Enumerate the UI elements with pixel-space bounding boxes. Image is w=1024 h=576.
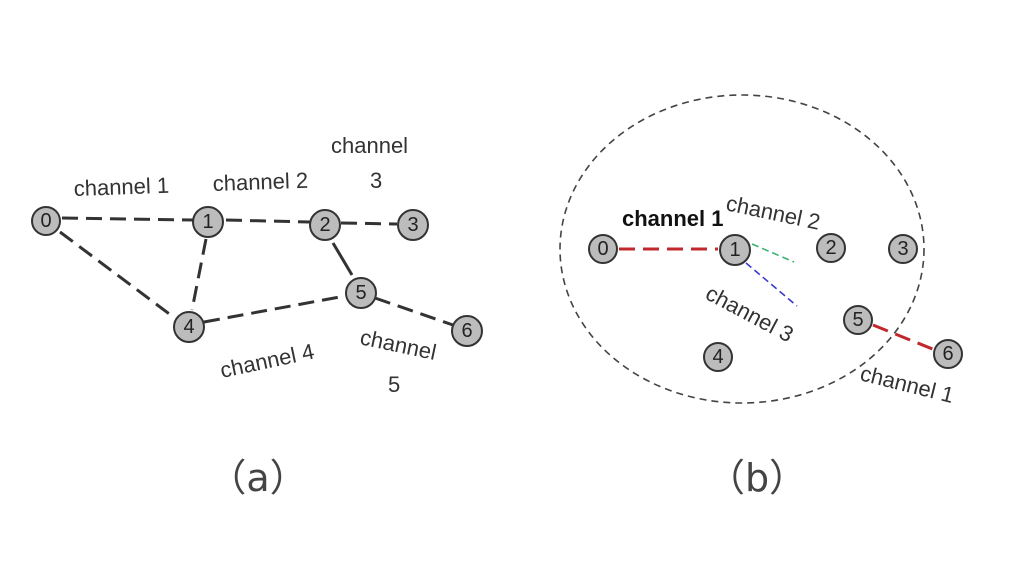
node-a-5: 5 <box>345 277 377 309</box>
node-a-1: 1 <box>192 206 224 238</box>
node-b-3: 3 <box>888 234 918 264</box>
node-a-0: 0 <box>31 206 61 236</box>
node-b-1-label: 1 <box>729 239 740 261</box>
edge-a-5-6 <box>374 296 454 327</box>
caption-a: （a） <box>208 456 307 500</box>
node-a-2: 2 <box>309 209 341 241</box>
node-b-3-label: 3 <box>897 238 908 260</box>
label-a-channel-1: channel 1 <box>73 173 169 201</box>
label-b-channel-1: channel 1 <box>622 206 723 231</box>
label-a-channel-5-line2: 5 <box>388 372 400 397</box>
edge-a-1-2 <box>225 218 311 224</box>
node-b-0: 0 <box>588 234 618 264</box>
label-a-channel-5-line1: channel <box>358 324 439 364</box>
label-a-channel-2: channel 2 <box>212 168 308 196</box>
edge-a-0-4 <box>59 230 173 318</box>
label-b-channel-1-lower: channel 1 <box>858 361 957 408</box>
edge-a-2-5 <box>331 242 354 276</box>
node-a-1-label: 1 <box>202 211 213 233</box>
label-b-channel-3: channel 3 <box>702 280 798 347</box>
edge-b-1-channel-3 <box>745 262 798 307</box>
edge-a-4-5 <box>203 294 346 324</box>
node-a-6-label: 6 <box>461 320 472 342</box>
edge-a-0-1 <box>61 216 195 222</box>
label-a-channel-3-line1: channel <box>331 133 408 158</box>
node-b-6-label: 6 <box>942 343 953 365</box>
node-a-3: 3 <box>397 209 429 241</box>
node-a-6: 6 <box>451 315 483 347</box>
node-a-2-label: 2 <box>319 214 330 236</box>
node-b-2: 2 <box>816 233 846 263</box>
panel-b: 0 1 2 3 4 5 6 channel 1 channel 2 chann <box>559 94 963 500</box>
edge-b-1-channel-2 <box>751 243 795 263</box>
node-a-4-label: 4 <box>183 316 194 338</box>
node-b-6: 6 <box>933 339 963 369</box>
node-a-5-label: 5 <box>355 282 366 304</box>
edge-a-2-3 <box>340 221 398 226</box>
node-b-1: 1 <box>719 234 751 266</box>
node-b-5: 5 <box>843 305 873 335</box>
edge-a-1-4 <box>190 238 208 311</box>
range-ellipse <box>559 94 925 404</box>
edge-b-5-6 <box>872 323 936 352</box>
caption-b: （b） <box>707 456 807 500</box>
node-b-2-label: 2 <box>825 237 836 259</box>
node-b-5-label: 5 <box>852 309 863 331</box>
node-a-0-label: 0 <box>40 210 51 232</box>
label-a-channel-3-line2: 3 <box>370 168 382 193</box>
node-a-3-label: 3 <box>407 214 418 236</box>
panel-a: 0 1 2 3 4 5 6 channel 1 channel 2 chann <box>31 133 483 500</box>
node-b-4-label: 4 <box>712 346 723 368</box>
node-b-0-label: 0 <box>597 238 608 260</box>
label-a-channel-4: channel 4 <box>218 339 317 383</box>
node-a-4: 4 <box>173 311 205 343</box>
node-b-4: 4 <box>703 342 733 372</box>
label-b-channel-2: channel 2 <box>724 190 823 234</box>
